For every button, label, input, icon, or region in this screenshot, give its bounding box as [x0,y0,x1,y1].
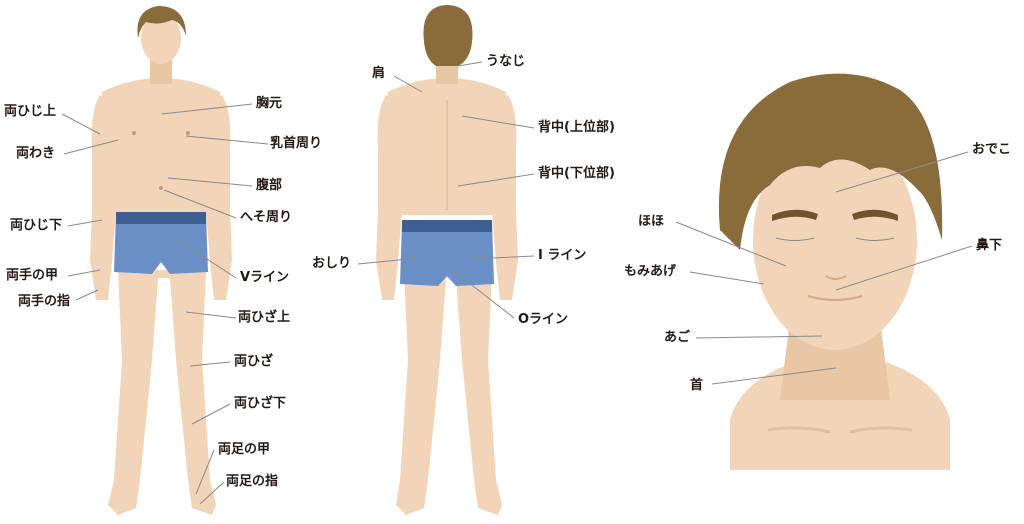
label-armpit: 両わき [16,146,56,161]
label-nape: うなじ [486,54,526,69]
back-figure [376,5,518,515]
label-nipple: 乳首周り [270,136,323,151]
label-o-line: Oライン [518,312,569,327]
label-forehead: おでこ [972,142,1012,157]
face-eyebrow-left [772,209,818,221]
label-knee-upper: 両ひざ上 [238,310,291,325]
label-cheek: ほほ [638,214,665,229]
label-knee: 両ひざ [234,354,274,369]
front-nipple-left [132,131,136,135]
face-collarbone [767,426,913,434]
face-eyebrow-right [852,209,898,221]
front-legs [108,270,216,515]
label-back-upper: 背中(上位部) [538,120,615,135]
label-fingers: 両手の指 [18,294,71,309]
label-abdomen: 腹部 [256,178,283,193]
label-elbow-upper: 両ひじ上 [4,104,57,119]
front-navel [159,186,163,190]
leader-lines [61,61,973,505]
front-torso [100,78,222,215]
back-briefs [400,222,494,286]
face-eye-right [855,237,895,241]
back-hair [423,5,473,66]
label-neck: 首 [690,378,704,393]
front-briefs [114,214,208,274]
front-nipple-right [186,131,190,135]
face-nose [825,275,847,280]
label-chin: あご [664,330,691,345]
back-briefs-band [402,220,492,232]
front-figure [90,6,232,515]
front-neck [150,58,172,84]
face-mouth [807,295,863,301]
label-under-nose: 鼻下 [976,238,1003,253]
label-hand-back: 両手の甲 [6,268,59,283]
label-v-line: Vライン [240,270,290,285]
label-sideburns: もみあげ [624,264,677,279]
label-chest: 胸元 [256,96,283,111]
label-shoulder: 肩 [372,66,386,81]
face-head [753,130,917,350]
front-hair [137,6,186,38]
front-head [141,12,181,64]
label-i-line: I ライン [538,248,587,263]
face-hair [718,73,943,251]
label-navel: へそ周り [240,210,293,225]
label-hip: おしり [312,256,352,271]
label-knee-lower: 両ひざ下 [234,396,287,411]
back-legs [396,270,502,515]
label-elbow-lower: 両ひじ下 [10,218,63,233]
front-briefs-band [116,212,206,224]
face-eye-left [775,237,815,241]
label-back-lower: 背中(下位部) [538,166,615,181]
face-figure [718,73,950,470]
label-toes: 両足の指 [226,474,279,489]
label-foot-back: 両足の甲 [218,442,271,457]
